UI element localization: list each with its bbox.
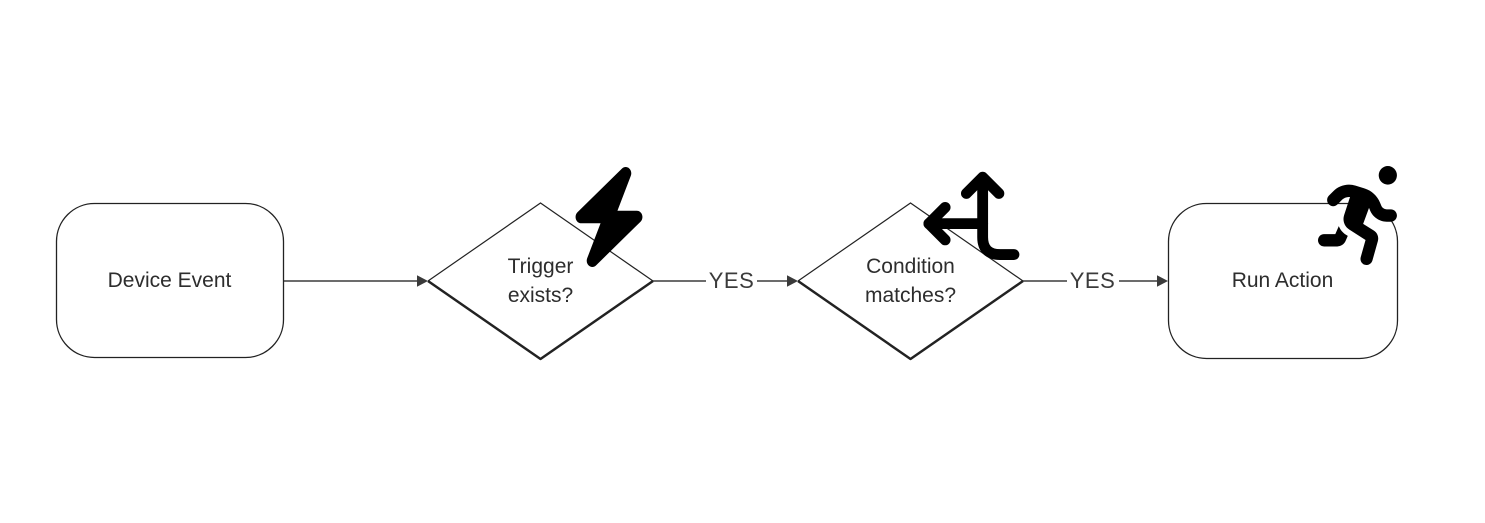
bolt-icon — [575, 167, 643, 267]
condition-matches-shape — [797, 202, 1024, 361]
arrows-split-up-and-left-icon — [923, 171, 1020, 260]
connector-trigger-to-condition — [653, 275, 798, 287]
connector-condition-to-run-action — [1023, 275, 1168, 287]
connector-device-event-to-trigger — [283, 275, 428, 287]
person-running-icon — [1318, 166, 1397, 265]
device-event-shape — [55, 202, 285, 359]
